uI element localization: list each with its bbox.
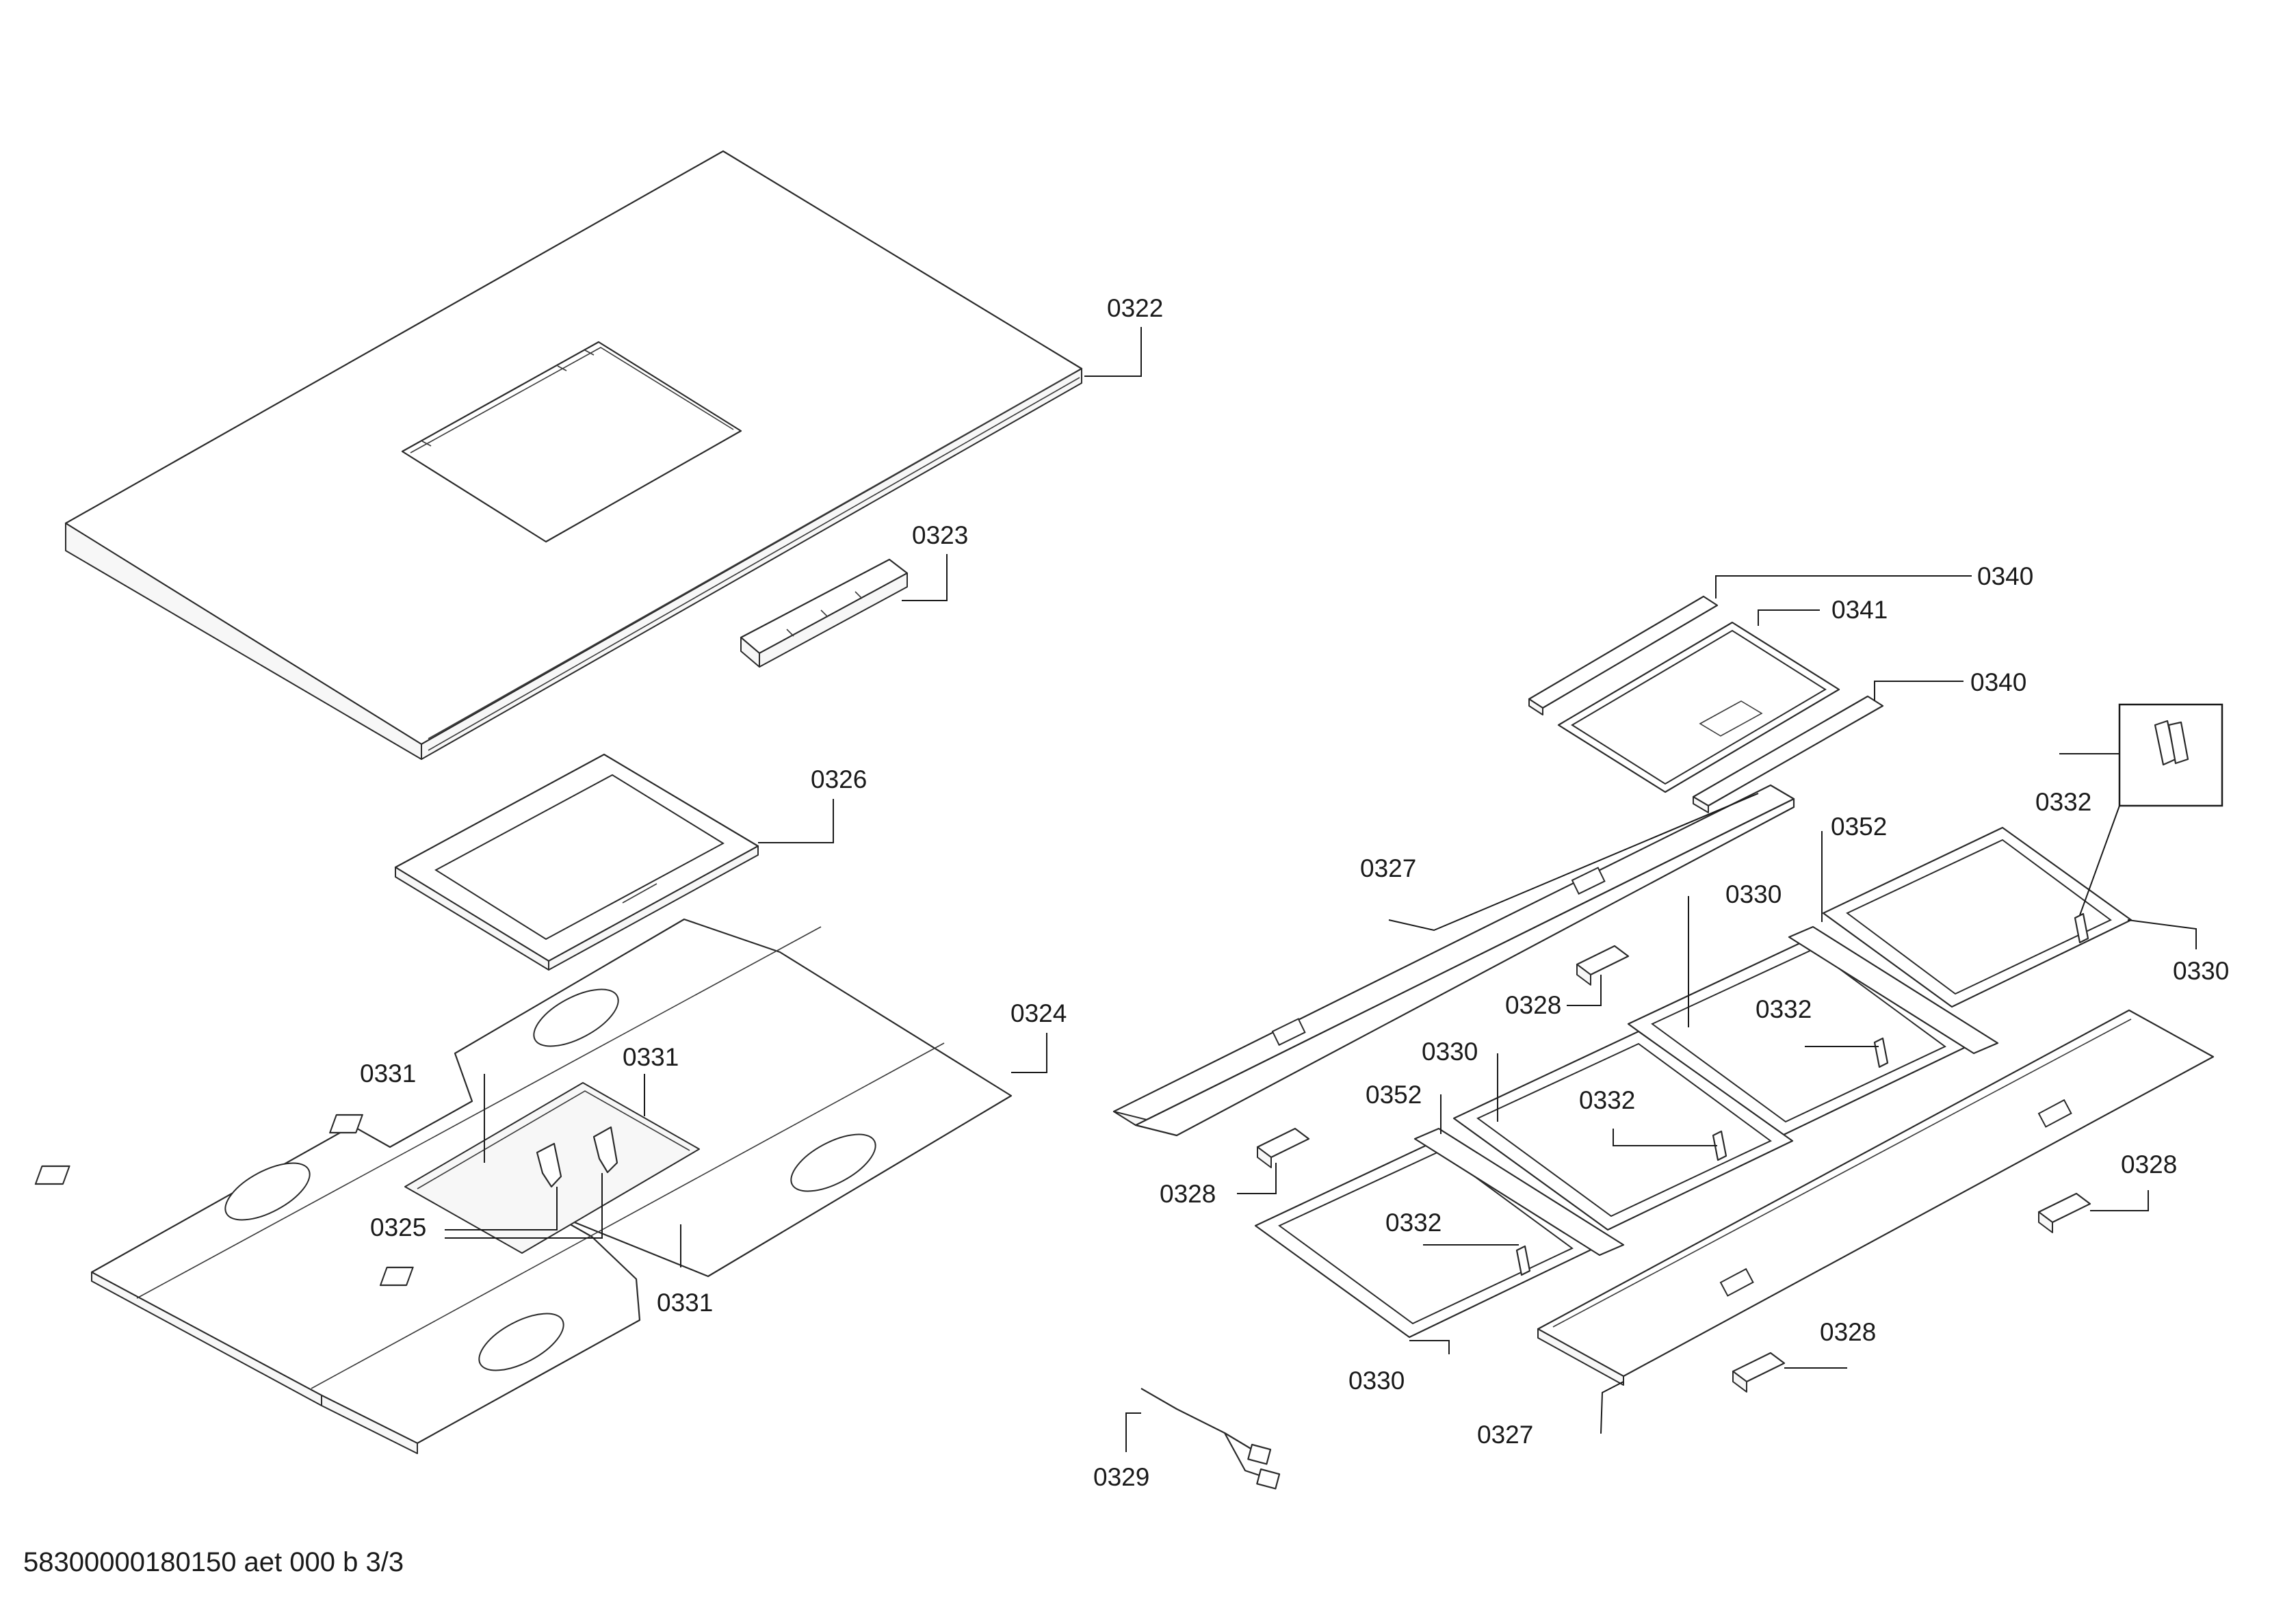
part-0324-base-tray [34, 918, 1013, 1454]
part-0330-frame-right [1822, 826, 2132, 1008]
label-0327-a: 0327 [1360, 854, 1416, 882]
label-0324: 0324 [1010, 999, 1067, 1027]
part-0328-connector-3 [2037, 1192, 2091, 1233]
label-0332-d: 0332 [1385, 1209, 1441, 1237]
drawing-reference-number: 58300000180150 aet 000 b 3/3 [23, 1547, 404, 1577]
part-0341-glass-panel [1557, 621, 1840, 793]
part-0328-connector-4 [1732, 1352, 1786, 1393]
part-0332-clip-4 [1515, 1245, 1531, 1276]
part-0322-cover-panel [64, 150, 1083, 760]
label-0332-c: 0332 [1579, 1086, 1635, 1114]
part-labels: 0322 0323 0326 0324 0331 0331 0325 0331 … [360, 294, 2229, 1491]
label-0352-a: 0352 [1831, 813, 1887, 841]
part-0329-wire-harness [1140, 1388, 1281, 1490]
label-0328-d: 0328 [1820, 1318, 1876, 1346]
label-0325: 0325 [370, 1213, 426, 1241]
label-0331-a: 0331 [360, 1059, 416, 1088]
label-0328-b: 0328 [1160, 1180, 1216, 1208]
label-0340-a: 0340 [1977, 562, 2033, 590]
part-0327-lower-long-rail [1537, 1009, 2215, 1386]
label-0352-b: 0352 [1366, 1081, 1422, 1109]
part-0340-lower-rail [1692, 695, 1884, 813]
label-0328-a: 0328 [1505, 991, 1561, 1019]
part-0327-upper-long-rail [1112, 784, 1795, 1137]
label-0340-b: 0340 [1970, 668, 2026, 696]
part-0328-connector-2 [1256, 1127, 1310, 1168]
part-0352-spacer-upper [1788, 925, 1999, 1055]
part-0352-spacer-lower [1413, 1127, 1625, 1256]
part-0326-frame [394, 753, 759, 971]
label-0330-c: 0330 [1422, 1038, 1478, 1066]
label-0329: 0329 [1093, 1463, 1149, 1491]
part-0340-upper-rail [1528, 595, 1719, 715]
leader-lines [445, 327, 2197, 1452]
part-0332-detail-callout [2118, 703, 2223, 807]
label-0341: 0341 [1831, 596, 1888, 624]
label-0332-a: 0332 [2035, 788, 2091, 816]
label-0326: 0326 [811, 765, 867, 793]
part-0330-frame-lower-middle [1452, 1030, 1794, 1231]
part-0332-clip-3 [1712, 1130, 1727, 1161]
label-0330-b: 0330 [2173, 957, 2229, 985]
part-0332-clip-2 [1873, 1037, 1889, 1068]
part-0328-connector-1 [1576, 945, 1630, 986]
label-0331-c: 0331 [657, 1289, 713, 1317]
label-0330-d: 0330 [1348, 1367, 1405, 1395]
part-0323-bracket [740, 558, 909, 668]
label-0330-a: 0330 [1725, 880, 1782, 908]
label-0323: 0323 [912, 521, 968, 549]
label-0331-b: 0331 [623, 1043, 679, 1071]
label-0328-c: 0328 [2121, 1150, 2177, 1179]
label-0332-b: 0332 [1756, 995, 1812, 1023]
label-0327-b: 0327 [1477, 1421, 1533, 1449]
label-0322: 0322 [1107, 294, 1163, 322]
